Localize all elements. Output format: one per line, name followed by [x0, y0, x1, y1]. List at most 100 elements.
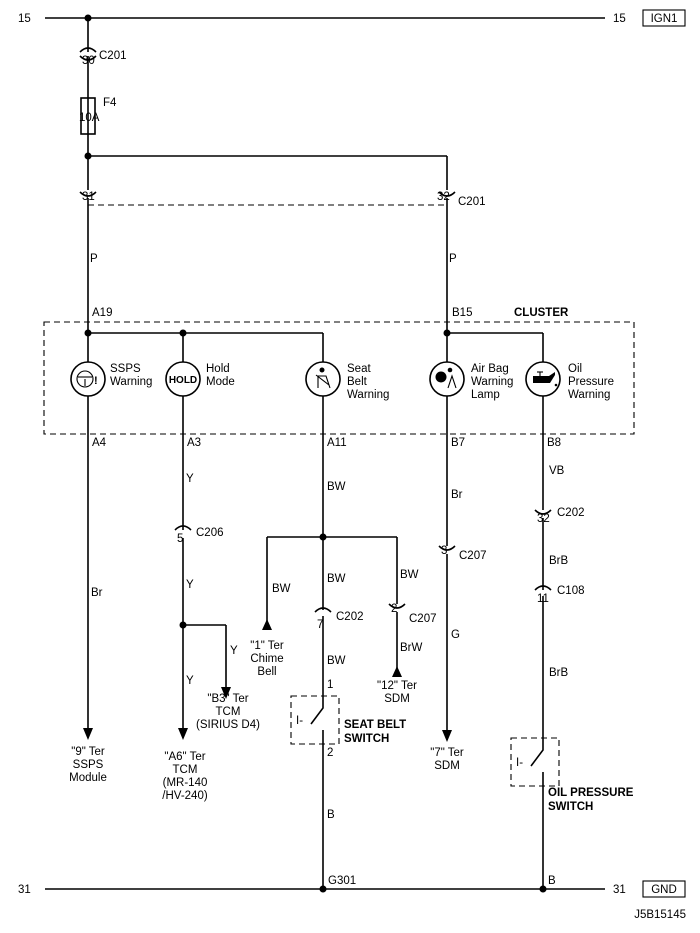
- svg-text:"9" Ter: "9" Ter: [71, 746, 105, 758]
- figure-id: J5B15145: [634, 909, 686, 921]
- svg-text:(SIRIUS D4): (SIRIUS D4): [196, 719, 260, 731]
- seat-belt-warning-lamp: [305, 361, 341, 397]
- pin-b7: B7: [451, 437, 465, 449]
- pin-b8: B8: [547, 437, 561, 449]
- svg-text:Br: Br: [451, 489, 463, 501]
- airbag-label-2: Warning: [471, 376, 513, 388]
- oil-label-2: Pressure: [568, 376, 614, 388]
- svg-text:!: !: [94, 375, 98, 387]
- svg-text:SDM: SDM: [434, 760, 460, 772]
- svg-text:TCM: TCM: [173, 764, 198, 776]
- cluster-box: CLUSTER A19 B15 ! SSPS Warning HOLD Hold…: [43, 307, 635, 449]
- svg-text:BW: BW: [400, 569, 419, 581]
- bus-bottom-right-number: 31: [613, 884, 626, 896]
- wire-y1: Y: [186, 473, 194, 485]
- svg-text:BW: BW: [327, 655, 346, 667]
- c201-left-pin: 31: [82, 191, 95, 203]
- airbag-label-3: Lamp: [471, 389, 500, 401]
- ign1-bus: 15 15 IGN1: [18, 9, 686, 27]
- svg-text:I-: I-: [516, 757, 523, 769]
- c201-right-pin: 32: [437, 191, 450, 203]
- steering-wheel-icon: [76, 370, 94, 388]
- svg-text:I-: I-: [296, 715, 303, 727]
- svg-text:VB: VB: [549, 465, 565, 477]
- svg-text:C206: C206: [196, 527, 224, 539]
- oil-pressure-switch: [510, 737, 560, 787]
- air-bag-warning-lamp: [429, 361, 465, 397]
- bus-bottom-left-number: 31: [18, 884, 31, 896]
- seat-belt-switch-label-2: SWITCH: [344, 733, 389, 745]
- pin-a19: A19: [92, 307, 112, 319]
- ign1-label: IGN1: [651, 13, 678, 25]
- ground-g301: G301: [328, 875, 356, 887]
- c201-top-pin: 30: [82, 55, 95, 67]
- pin-a11: A11: [327, 437, 347, 449]
- bus-top-left-number: 15: [18, 13, 31, 25]
- pin-a4: A4: [92, 437, 107, 449]
- ssps-label-1: SSPS: [110, 363, 141, 375]
- svg-text:Chime: Chime: [250, 653, 283, 665]
- svg-text:SDM: SDM: [384, 693, 410, 705]
- oil-pressure-switch-label-1: OIL PRESSURE: [548, 787, 634, 799]
- fuse-name: F4: [103, 97, 117, 109]
- ssps-circuit: Br "9" Ter SSPS Module: [69, 434, 107, 784]
- cluster-title: CLUSTER: [514, 307, 569, 319]
- svg-text:2: 2: [327, 747, 333, 759]
- svg-text:BrB: BrB: [549, 555, 569, 567]
- gnd-label: GND: [651, 884, 677, 896]
- svg-text:C202: C202: [336, 611, 364, 623]
- svg-text:3: 3: [441, 545, 447, 557]
- svg-text:BW: BW: [272, 583, 291, 595]
- gnd-label-box: [642, 880, 686, 898]
- wire-y2: Y: [186, 579, 194, 591]
- svg-text:"B3" Ter: "B3" Ter: [207, 693, 248, 705]
- wire-br-ssps: Br: [91, 587, 103, 599]
- svg-text:SSPS: SSPS: [73, 759, 104, 771]
- airbag-label-1: Air Bag: [471, 363, 509, 375]
- svg-text:BrW: BrW: [400, 642, 423, 654]
- svg-text:C202: C202: [557, 507, 585, 519]
- seat-label-2: Belt: [347, 376, 368, 388]
- wire-p-right: P: [449, 253, 457, 265]
- svg-text:Bell: Bell: [257, 666, 276, 678]
- ssps-warning-lamp: [70, 361, 106, 397]
- svg-text:"1" Ter: "1" Ter: [250, 640, 284, 652]
- svg-text:"12" Ter: "12" Ter: [377, 680, 417, 692]
- feed-column: 30 C201 F4 10A 31 32 C201 P P: [79, 18, 486, 333]
- svg-text:1: 1: [327, 679, 333, 691]
- svg-text:TCM: TCM: [216, 706, 241, 718]
- c201-top-name: C201: [99, 50, 127, 62]
- svg-text:(MR-140: (MR-140: [163, 777, 208, 789]
- oil-pressure-circuit: VB 32 C202 BrB 11 C108 BrB I- OIL PRESSU…: [510, 434, 634, 889]
- svg-text:"A6" Ter: "A6" Ter: [164, 751, 205, 763]
- hold-icon: HOLD: [169, 375, 197, 386]
- seat-belt-switch-label-1: SEAT BELT: [344, 719, 406, 731]
- svg-text:B: B: [327, 809, 335, 821]
- ign1-label-box: [642, 9, 686, 27]
- svg-text:C108: C108: [557, 585, 585, 597]
- svg-text:Y: Y: [230, 645, 238, 657]
- svg-text:C207: C207: [459, 550, 487, 562]
- svg-text:G: G: [451, 629, 460, 641]
- svg-text:7: 7: [317, 619, 323, 631]
- seat-belt-circuit: BW BW BW BW 2 C207 BrW "12" Ter SDM "1" …: [250, 434, 437, 889]
- wire-p-left: P: [90, 253, 98, 265]
- seat-label-3: Warning: [347, 389, 389, 401]
- svg-text:C207: C207: [409, 613, 437, 625]
- svg-text:BrB: BrB: [549, 667, 569, 679]
- svg-text:/HV-240): /HV-240): [162, 790, 208, 802]
- svg-text:Module: Module: [69, 772, 107, 784]
- airbag-icon: [435, 367, 457, 389]
- hold-label-2: Mode: [206, 376, 235, 388]
- oil-pressure-switch-label-2: SWITCH: [548, 801, 593, 813]
- svg-text:5: 5: [177, 533, 183, 545]
- svg-text:2: 2: [391, 603, 397, 615]
- c201-right-name: C201: [458, 196, 486, 208]
- seat-belt-switch: [290, 695, 340, 745]
- svg-text:BW: BW: [327, 573, 346, 585]
- oil-label-1: Oil: [568, 363, 582, 375]
- oil-label-3: Warning: [568, 389, 610, 401]
- seatbelt-icon: [315, 367, 331, 389]
- air-bag-circuit: Br 3 C207 G "7" Ter SDM: [430, 434, 487, 772]
